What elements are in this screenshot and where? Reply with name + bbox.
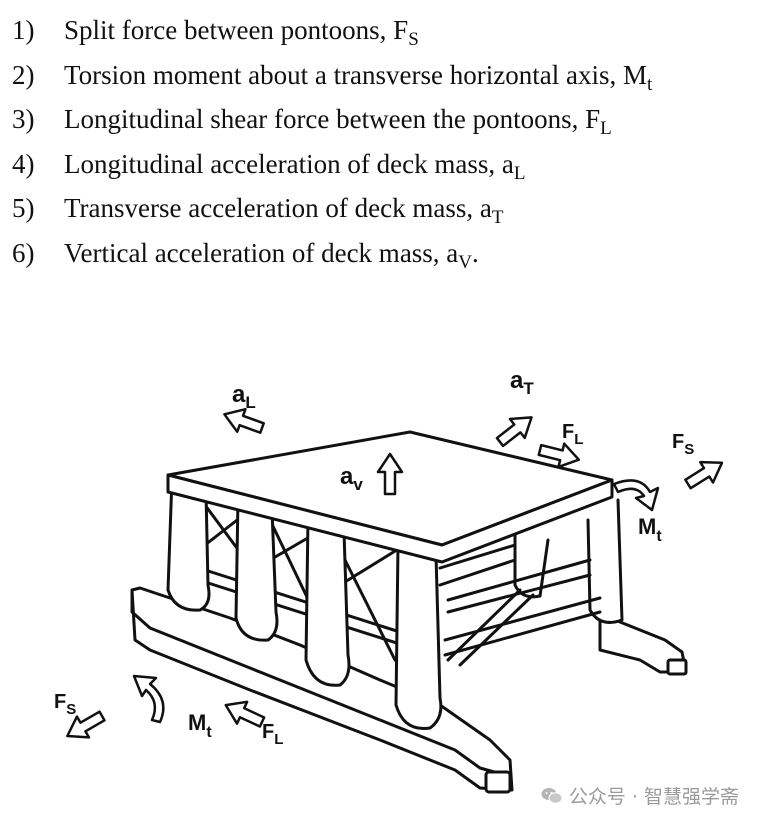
wechat-icon [541, 787, 563, 804]
M-t-bottom-arrow [132, 674, 165, 724]
svg-text:FL: FL [562, 421, 583, 448]
list-item: 2) Torsion moment about a transverse hori… [12, 53, 652, 98]
F-S-bottom-label: F [54, 691, 66, 713]
near-column [166, 476, 211, 612]
svg-text:FS: FS [54, 691, 76, 718]
F-L-top-label: F [562, 421, 574, 443]
item-subscript: L [513, 162, 526, 184]
svg-text:av: av [340, 463, 363, 494]
F-L-top-sub: L [574, 431, 583, 448]
item-subscript: T [491, 207, 504, 228]
svg-text:Mt: Mt [188, 710, 212, 741]
item-tail: . [472, 237, 479, 268]
item-number: 6) [12, 237, 35, 268]
item-number: 4) [12, 148, 35, 179]
a-L-arrow [219, 401, 268, 441]
item-text: Vertical acceleration of deck mass, a [64, 237, 459, 268]
svg-text:aT: aT [510, 367, 534, 398]
F-S-top-label: F [672, 431, 684, 453]
a-T-arrow [491, 406, 541, 453]
list-item: 1) Split force between pontoons, FS [12, 8, 652, 53]
M-t-top-arrow [612, 479, 660, 512]
item-subscript: S [408, 29, 419, 50]
list-item: 5) Transverse acceleration of deck mass, … [12, 186, 652, 231]
list-item: 4) Longitudinal acceleration of deck mass… [12, 142, 652, 187]
item-subscript: V [458, 251, 473, 273]
list-item: 3) Longitudinal shear force between the p… [12, 97, 652, 142]
a-v-label: a [340, 463, 354, 490]
near-column [394, 543, 443, 731]
near-pontoon-end [484, 770, 512, 794]
svg-text:FS: FS [672, 431, 694, 458]
item-text: Transverse acceleration of deck mass, a [64, 193, 492, 223]
item-number: 1) [12, 15, 35, 45]
F-L-bottom-sub: L [274, 731, 283, 748]
load-component-list: 1) Split force between pontoons, FS 2) Tor… [12, 8, 652, 275]
near-column [304, 516, 351, 687]
far-pontoon-end [666, 658, 688, 676]
F-L-bottom-label: F [262, 721, 274, 743]
watermark: 公众号 · 智慧强学斋 [541, 782, 739, 809]
semisubmersible-diagram: aL aT av FL FS Mt FS Mt FL [54, 367, 730, 794]
item-subscript: t [646, 73, 653, 95]
M-t-bottom-label: M [188, 710, 206, 735]
M-t-top-label: M [638, 514, 656, 539]
a-v-sub: v [353, 475, 363, 494]
svg-text:FL: FL [262, 721, 283, 748]
a-L-sub: L [245, 393, 255, 412]
item-text: Torsion moment about a transverse horizo… [64, 59, 647, 90]
item-text: Split force between pontoons, F [64, 15, 409, 45]
near-pontoon [130, 586, 514, 792]
M-t-top-sub: t [656, 528, 662, 545]
M-t-bottom-sub: t [206, 724, 212, 741]
far-bracing [438, 543, 602, 667]
item-text: Longitudinal acceleration of deck mass, … [64, 148, 514, 179]
watermark-text: 公众号 · 智慧强学斋 [568, 786, 739, 808]
svg-text:Mt: Mt [638, 514, 662, 545]
item-subscript: L [600, 118, 612, 139]
near-pontoon-side [130, 588, 507, 777]
a-T-label: a [510, 367, 524, 394]
item-number: 2) [12, 59, 35, 90]
F-S-bottom-sub: S [66, 701, 76, 718]
F-S-top-sub: S [684, 441, 694, 458]
F-L-bottom-arrow [219, 692, 269, 735]
item-number: 3) [12, 104, 35, 134]
deck-edge [166, 473, 614, 564]
near-column [234, 496, 279, 642]
list-item: 6) Vertical acceleration of deck mass, aV… [12, 231, 652, 276]
item-number: 5) [12, 193, 35, 223]
far-column [586, 498, 624, 624]
svg-text:aL: aL [232, 381, 256, 412]
item-text: Longitudinal shear force between the pon… [64, 104, 601, 134]
F-S-top-arrow [680, 451, 730, 496]
a-L-label: a [232, 381, 246, 408]
a-T-sub: T [523, 379, 534, 398]
